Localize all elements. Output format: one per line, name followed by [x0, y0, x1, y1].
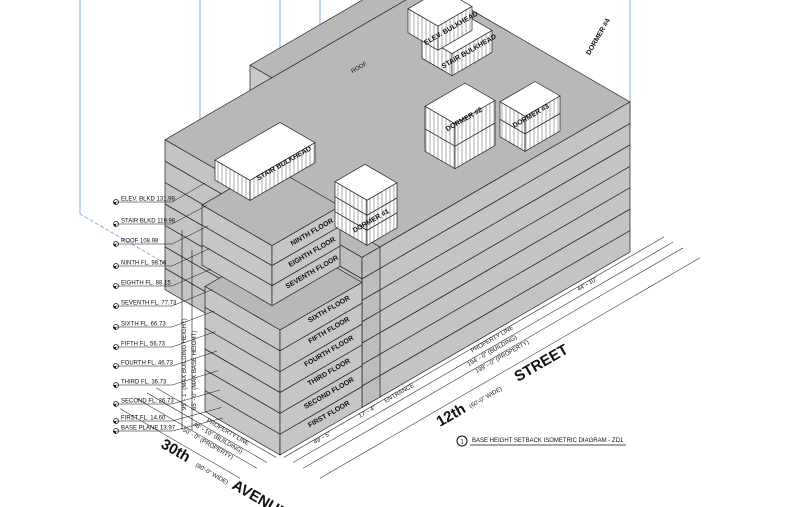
elevation-label: THIRD FL. 36.73 — [121, 380, 167, 386]
avenue-dimension-line — [155, 387, 277, 458]
dormer-2 — [424, 82, 496, 170]
elevation-marker: FIRST FL. 14.60 — [113, 407, 222, 424]
avenue-dimension-line — [119, 408, 241, 479]
avenue-dimension-line — [146, 392, 268, 463]
avenue-width: (80'-0" WIDE) — [194, 463, 229, 487]
street-dimension-line — [319, 257, 701, 479]
stair-bulkhead — [214, 121, 316, 202]
elevation-label: NINTH FL. 98.56 — [121, 261, 167, 267]
base-height-dim: 65' - 0" (MAX BASE HEIGHT) — [192, 331, 198, 410]
elevation-marker: THIRD FL. 36.73 — [113, 370, 219, 388]
street-number: 12th — [434, 400, 469, 430]
elevation-label: SIXTH FL. 66.73 — [121, 322, 166, 328]
elevation-marker: SECOND FL. 26.73 — [113, 389, 221, 407]
street-width: (60'-0" WIDE) — [469, 386, 504, 410]
diagram-title: 1 BASE HEIGHT SETBACK ISOMETRIC DIAGRAM … — [456, 435, 626, 447]
elevation-marker: SIXTH FL. 66.73 — [113, 310, 215, 330]
elevation-marker: SEVENTH FL. 77.73 — [113, 289, 213, 309]
title-text: BASE HEIGHT SETBACK ISOMETRIC DIAGRAM - … — [472, 438, 624, 444]
max-height-dim: 95' - 1" (MAX BUILDING HEIGHT) — [182, 318, 188, 410]
avenue-number: 30th — [158, 436, 193, 466]
elevation-marker: BASE PLANE 13.97 — [113, 417, 224, 434]
elevation-label: STAIR BLKD 119.98 — [121, 219, 176, 225]
street-dimension-line — [292, 241, 674, 463]
dormer-4-label: DORMER #4 — [585, 18, 612, 57]
avenue-dimension-line — [136, 398, 258, 469]
street-dimension-line — [283, 236, 665, 458]
title-number: 1 — [460, 440, 464, 446]
street-ground-lines — [119, 236, 701, 479]
elevation-label: FIFTH FL. 56.73 — [121, 342, 166, 348]
elevation-label: FOURTH FL. 46.73 — [121, 361, 174, 367]
elevation-label: SECOND FL. 26.73 — [121, 399, 174, 405]
elevation-label: ELEV. BLKD 131.98 — [121, 197, 175, 203]
elevation-label: EIGHTH FL. 88.15 — [121, 281, 171, 287]
elevation-marker: ROOF 108.98 — [113, 225, 209, 247]
elevation-marker: NINTH FL. 98.56 — [113, 248, 210, 269]
elev-bulkhead — [407, 0, 473, 51]
elevation-label: ROOF 108.98 — [121, 239, 159, 245]
elevation-marker: STAIR BLKD 119.98 — [113, 205, 207, 227]
avenue-name: AVENUE — [229, 477, 291, 507]
building-masses — [164, 0, 631, 456]
dormer-3 — [499, 81, 561, 152]
dormer-1 — [334, 163, 398, 246]
elevation-label: FIRST FL. 14.60 — [121, 416, 166, 422]
elevation-marker: FOURTH FL. 46.73 — [113, 350, 218, 369]
street-dimension-line — [302, 247, 684, 469]
elevation-marker: ELEV. BLKD 131.98 — [113, 182, 206, 205]
elevation-label: SEVENTH FL. 77.73 — [121, 301, 177, 307]
elevation-marker: EIGHTH FL. 88.15 — [113, 268, 212, 289]
elevation-marker: FIFTH FL. 56.73 — [113, 331, 216, 350]
elevation-label: BASE PLANE 13.97 — [121, 426, 176, 432]
